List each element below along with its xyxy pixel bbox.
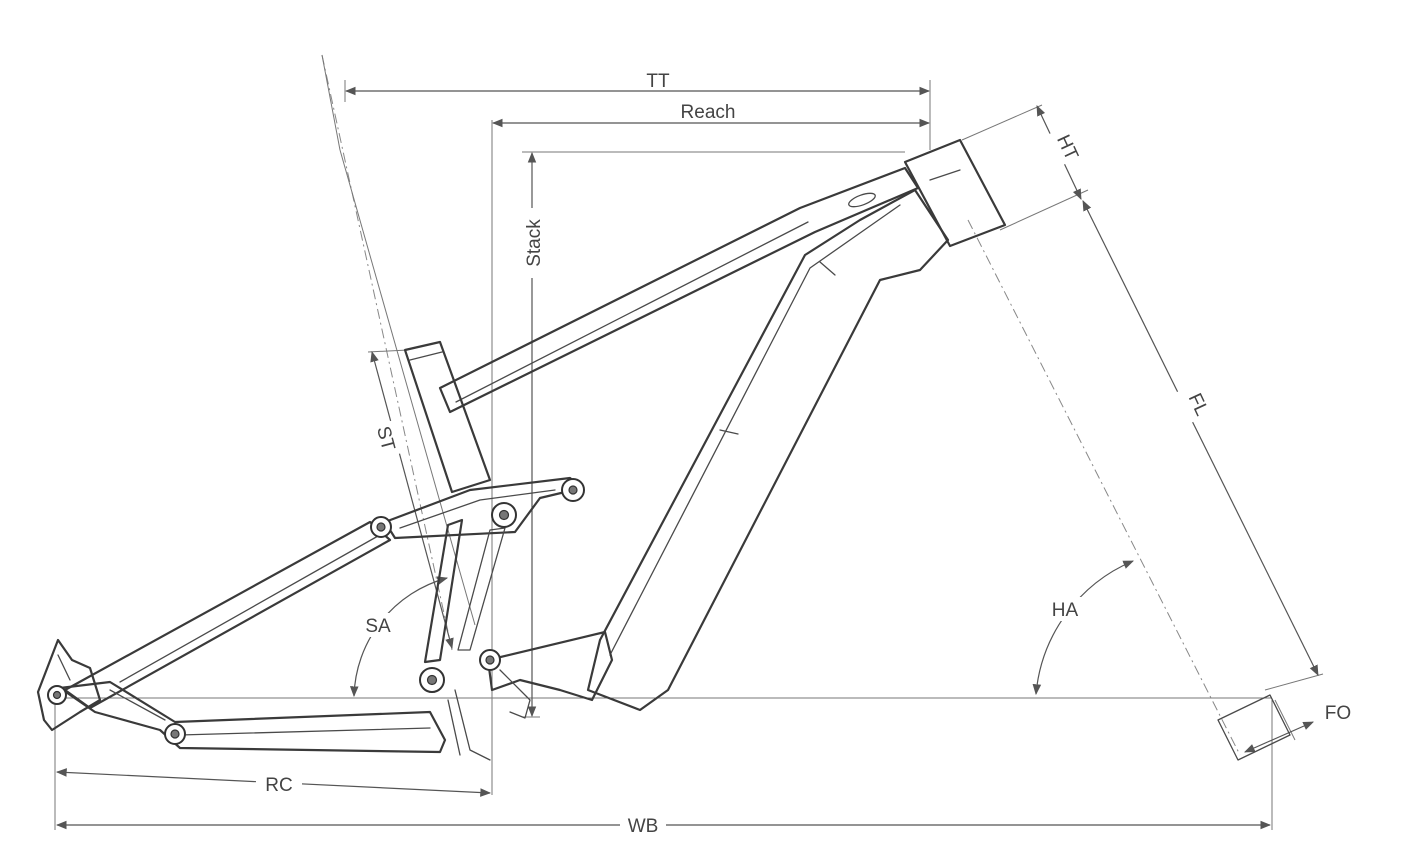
label-tt: TT (646, 71, 670, 92)
reference-lines (54, 54, 1273, 830)
dimension-sa: SA (349, 576, 449, 698)
fork-outline (1217, 694, 1291, 761)
rear-dropout (36, 638, 102, 732)
seat-stay (63, 520, 392, 710)
label-fo: FO (1325, 703, 1351, 724)
dimension-rc: RC (55, 768, 492, 797)
label-ha: HA (1052, 600, 1079, 621)
label-reach: Reach (681, 102, 736, 123)
chain-stay (58, 680, 447, 754)
dimension-fo: FO (1244, 699, 1351, 753)
shock (423, 518, 506, 664)
label-rc: RC (265, 775, 292, 796)
dimension-wb: WB (55, 813, 1272, 837)
dimension-reach: Reach (491, 99, 931, 128)
dimension-fl: FL (1082, 200, 1324, 691)
front-triangle (403, 138, 1007, 761)
label-wb: WB (628, 816, 659, 837)
pivots (47, 478, 585, 745)
dimension-st: ST (367, 349, 454, 650)
dimension-stack: Stack (520, 151, 905, 718)
dimension-tt: TT (344, 68, 931, 150)
rocker-link (383, 476, 584, 540)
label-sa: SA (365, 616, 391, 637)
dimension-ha: HA (1032, 560, 1134, 696)
label-stack: Stack (524, 219, 545, 267)
dimension-ht: HT (961, 104, 1089, 231)
